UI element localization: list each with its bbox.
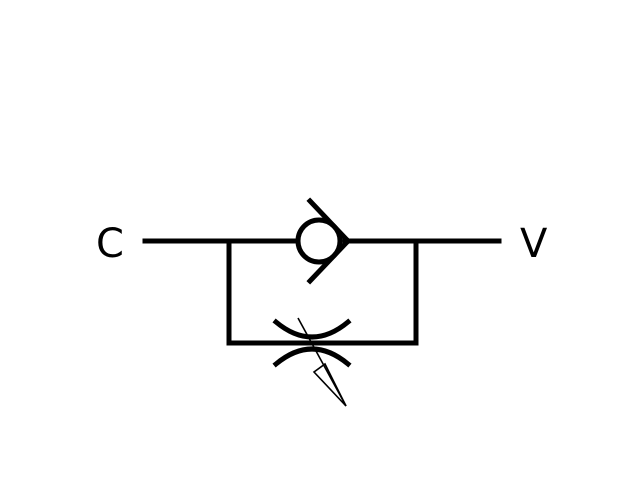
port-label-right: V xyxy=(520,221,548,267)
check-valve-seat-lower xyxy=(306,237,352,285)
adjust-arrow-head xyxy=(312,362,347,407)
throttle-lower-arc xyxy=(272,346,352,368)
check-valve-ball xyxy=(295,217,343,265)
check-valve-icon xyxy=(295,197,352,285)
check-valve-seat-upper xyxy=(306,197,352,245)
port-label-left: C xyxy=(96,221,124,267)
adjustable-throttle-icon xyxy=(272,317,352,407)
bypass-branch xyxy=(226,238,419,346)
throttle-upper-arc xyxy=(272,318,352,340)
